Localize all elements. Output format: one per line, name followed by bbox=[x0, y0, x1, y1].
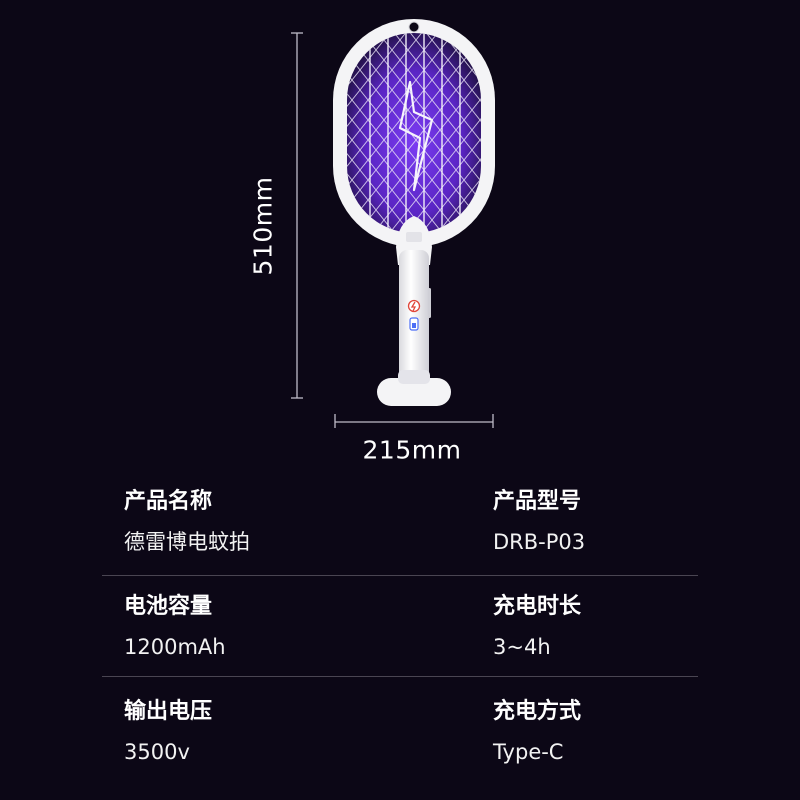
battery-indicator-icon bbox=[409, 317, 419, 331]
spec-value: 德雷博电蚊拍 bbox=[124, 530, 250, 554]
spec-charge-method: 充电方式 Type-C bbox=[493, 697, 581, 767]
spec-label: 产品名称 bbox=[124, 489, 213, 514]
height-dimension-line bbox=[291, 32, 303, 399]
width-dimension-line bbox=[334, 414, 494, 428]
height-dimension-label: 510mm bbox=[248, 176, 278, 276]
hang-hole-icon bbox=[408, 21, 420, 33]
side-switch[interactable] bbox=[428, 288, 431, 318]
racket-head bbox=[333, 19, 495, 247]
spec-battery-capacity: 电池容量 1200mAh bbox=[124, 592, 226, 662]
divider bbox=[102, 676, 698, 677]
lightning-logo bbox=[398, 80, 434, 192]
spec-model: 产品型号 DRB-P03 bbox=[493, 487, 585, 557]
spec-value: 1200mAh bbox=[124, 635, 226, 659]
spec-value: 3500v bbox=[124, 740, 190, 764]
spec-label: 电池容量 bbox=[124, 594, 213, 619]
charging-base bbox=[377, 370, 451, 406]
width-dimension-label: 215mm bbox=[362, 435, 462, 465]
spec-output-voltage: 输出电压 3500v bbox=[124, 697, 212, 767]
spec-product-name: 产品名称 德雷博电蚊拍 bbox=[124, 487, 250, 557]
spec-value: 3~4h bbox=[493, 635, 551, 659]
spec-value: Type-C bbox=[493, 740, 564, 764]
lightning-power-icon[interactable] bbox=[407, 299, 421, 313]
spec-label: 充电方式 bbox=[493, 699, 582, 724]
spec-label: 输出电压 bbox=[124, 699, 213, 724]
product-illustration bbox=[291, 19, 495, 428]
spec-charge-time: 充电时长 3~4h bbox=[493, 592, 581, 662]
divider bbox=[102, 575, 698, 576]
spec-value: DRB-P03 bbox=[493, 530, 586, 554]
spec-label: 产品型号 bbox=[493, 489, 582, 514]
spec-label: 充电时长 bbox=[493, 594, 582, 619]
